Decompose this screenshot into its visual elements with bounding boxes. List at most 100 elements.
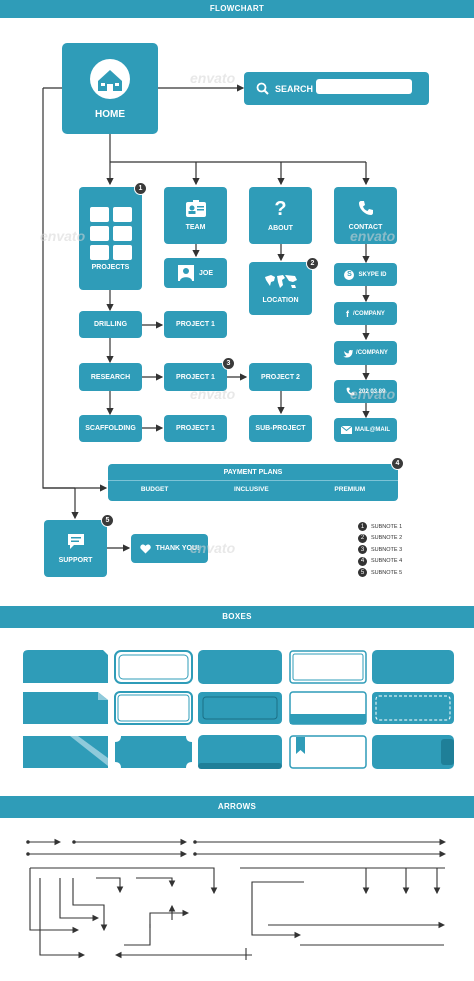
watermark: envato (190, 70, 236, 86)
arrow-down-left (29, 868, 80, 934)
subnote-number: 3 (358, 545, 367, 555)
grid-icon (89, 206, 132, 260)
section-header-arrows: ARROWS (0, 796, 474, 818)
box-ribbon (23, 736, 108, 768)
watermark: envato (40, 228, 86, 244)
box-bookmark (289, 735, 367, 769)
box-raised-shadow (198, 763, 282, 769)
scaffolding-node[interactable]: SCAFFOLDING (79, 415, 142, 442)
project-2-node[interactable]: PROJECT 2 (249, 363, 312, 391)
projects-node[interactable]: PROJECTS (79, 187, 142, 290)
bookmark-icon (296, 737, 305, 754)
subnote-number: 5 (358, 568, 367, 578)
about-node[interactable]: ? ABOUT (249, 187, 312, 244)
arrow-elbow-7 (136, 877, 176, 888)
watermark: envato (190, 386, 236, 402)
team-label: TEAM (185, 224, 206, 231)
box-double-outline (114, 691, 193, 725)
phone-icon (358, 201, 373, 215)
watermark: envato (350, 228, 396, 244)
thank-you-label: THANK YOU! (155, 545, 200, 552)
arrow-back-2 (124, 924, 151, 946)
box-ribbon-diagonal (70, 736, 108, 766)
badge-4: 4 (391, 457, 404, 470)
location-label: LOCATION (262, 297, 299, 304)
facebook-label: /COMPANY (353, 310, 385, 317)
drilling-node[interactable]: DRILLING (79, 311, 142, 338)
arrow-elbow-4 (59, 878, 100, 922)
box-raised (198, 735, 282, 769)
facebook-node[interactable]: f /COMPANY (334, 302, 397, 325)
support-label: SUPPORT (58, 557, 93, 564)
contact-node[interactable]: CONTACT (334, 187, 397, 244)
twitter-icon (343, 349, 354, 358)
badge-5: 5 (101, 514, 114, 527)
box-folded-corner (23, 692, 108, 724)
location-node[interactable]: LOCATION (249, 262, 312, 315)
team-node[interactable]: TEAM (164, 187, 227, 244)
box-scalloped (115, 736, 192, 768)
subnote-label: SUBNOTE 2 (371, 535, 403, 542)
search-input[interactable] (316, 79, 412, 94)
support-node[interactable]: SUPPORT (44, 520, 107, 577)
research-node[interactable]: RESEARCH (79, 363, 142, 391)
phone-number-label: 202 03 89 (358, 388, 386, 395)
plan-budget[interactable]: BUDGET (140, 486, 169, 493)
project-1-node-b[interactable]: PROJECT 1 (164, 363, 227, 391)
search-bar[interactable]: SEARCH (244, 72, 429, 105)
home-node[interactable]: HOME (62, 43, 158, 134)
box-inner-line-2 (292, 653, 364, 681)
badge-1: 1 (134, 182, 147, 195)
user-icon (177, 265, 194, 281)
box-side-tab-edge (441, 739, 454, 765)
heart-icon (139, 544, 151, 553)
about-label: ABOUT (268, 225, 293, 232)
arrow-bracket (251, 881, 304, 939)
watermark: envato (190, 540, 236, 556)
mail-label: MAIL@MAIL (354, 427, 391, 433)
joe-node[interactable]: JOE (164, 258, 227, 288)
box-filled-inset (198, 692, 282, 724)
box-filled-large (372, 650, 454, 684)
badge-2: 2 (306, 257, 319, 270)
plan-premium[interactable]: PREMIUM (334, 486, 366, 493)
search-label: SEARCH (275, 83, 314, 94)
arrow-elbow-6 (96, 877, 124, 894)
box-inset-line (202, 696, 278, 720)
arrow-back-1 (149, 909, 190, 928)
badge-3: 3 (222, 357, 235, 370)
subproject-node[interactable]: SUB-PROJECT (249, 415, 312, 442)
arrow-elbow-1 (30, 867, 218, 895)
skype-icon: S (344, 269, 355, 280)
subnote-item: 3 SUBNOTE 3 (358, 544, 402, 556)
box-side-tab (372, 735, 454, 769)
plans-divider (108, 480, 398, 481)
plan-inclusive[interactable]: INCLUSIVE (234, 486, 269, 493)
twitter-node[interactable]: /COMPANY (334, 341, 397, 365)
project-1-node-c[interactable]: PROJECT 1 (164, 415, 227, 442)
phone-number-node[interactable]: 202 03 89 (334, 380, 397, 403)
box-split-fill (290, 714, 366, 724)
twitter-label: /COMPANY (356, 350, 388, 356)
skype-label: SKYPE ID (358, 271, 387, 278)
subnote-number: 1 (358, 522, 367, 532)
contact-label: CONTACT (348, 224, 383, 231)
facebook-icon: f (346, 308, 350, 319)
thank-you-node[interactable]: THANK YOU! (131, 534, 208, 563)
project-1-node-a[interactable]: PROJECT 1 (164, 311, 227, 338)
box-outline-thin (289, 650, 367, 684)
box-filled-rounded (198, 650, 282, 684)
box-outline-rounded (114, 650, 193, 684)
projects-label: PROJECTS (91, 263, 130, 271)
box-tab-filled (23, 650, 108, 683)
world-map-icon (264, 275, 297, 288)
mail-node[interactable]: MAIL@MAIL (334, 418, 397, 442)
skype-node[interactable]: S SKYPE ID (334, 263, 397, 286)
payment-plans-node[interactable]: PAYMENT PLANS BUDGET INCLUSIVE PREMIUM (108, 464, 398, 501)
arrow-elbow-3 (39, 878, 86, 959)
subnote-label: SUBNOTE 3 (371, 546, 403, 553)
